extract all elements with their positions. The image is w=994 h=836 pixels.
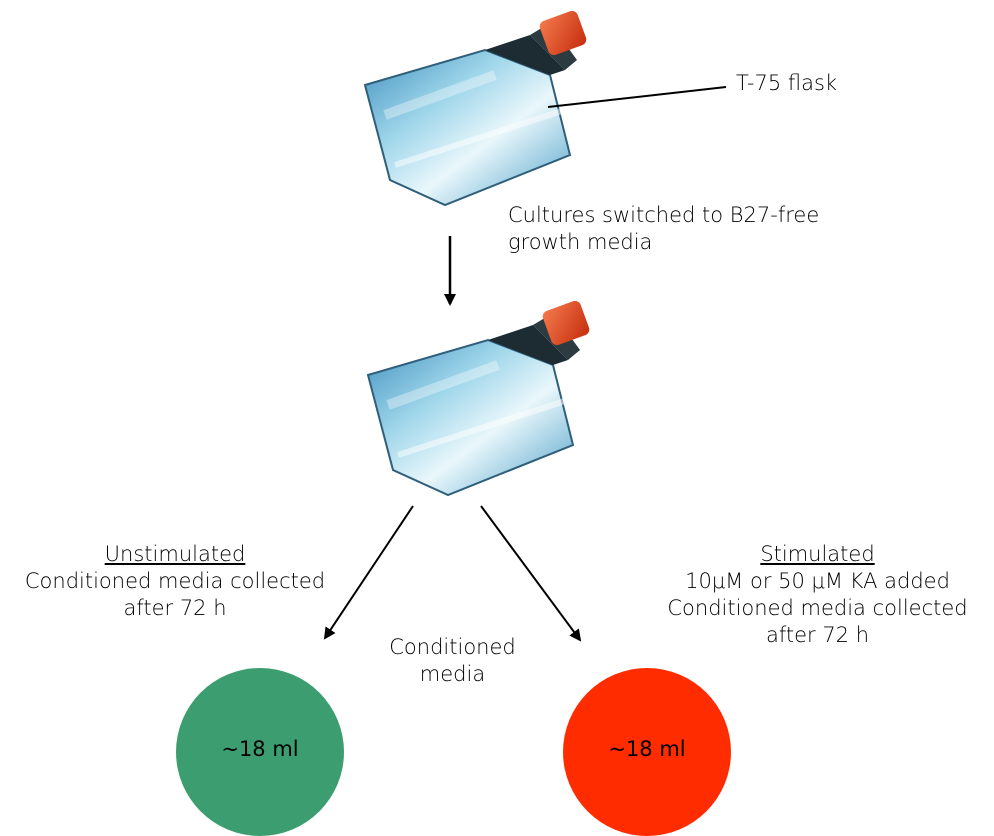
stimulated-volume-label: ~18 ml bbox=[608, 737, 686, 761]
unstimulated-line2: after 72 h bbox=[123, 596, 227, 620]
switch-caption-line2: growth media bbox=[508, 230, 653, 254]
unstimulated-volume-label: ~18 ml bbox=[221, 737, 299, 761]
flask-shoulder bbox=[488, 325, 568, 365]
flask-body bbox=[366, 338, 575, 497]
flask-cap bbox=[539, 10, 587, 56]
unstimulated-title: Unstimulated bbox=[104, 542, 246, 566]
stimulated-line2: Conditioned media collected bbox=[667, 596, 968, 620]
flask-middle bbox=[366, 300, 590, 497]
left-arrow bbox=[323, 505, 414, 640]
stimulated-title: Stimulated bbox=[760, 542, 875, 566]
flask-label: T-75 flask bbox=[736, 71, 838, 95]
switch-caption: Cultures switched to B27-free growth med… bbox=[508, 202, 819, 256]
stimulated-line1: 10μM or 50 μM KA added bbox=[685, 569, 950, 593]
switch-caption-line1: Cultures switched to B27-free bbox=[508, 203, 820, 227]
flask-cap bbox=[542, 300, 590, 346]
flask-top bbox=[363, 10, 587, 207]
flask-body bbox=[363, 48, 572, 207]
conditioned-line1: Conditioned bbox=[389, 635, 516, 659]
conditioned-media-label: Conditioned media bbox=[365, 634, 540, 688]
unstimulated-media-circle: ~18 ml bbox=[176, 668, 344, 836]
right-arrow bbox=[480, 505, 582, 642]
unstimulated-line1: Conditioned media collected bbox=[24, 569, 326, 593]
stimulated-block: Stimulated 10μM or 50 μM KA added Condit… bbox=[645, 541, 990, 649]
conditioned-line2: media bbox=[419, 662, 486, 686]
stimulated-line3: after 72 h bbox=[765, 623, 870, 647]
flask-shoulder bbox=[485, 35, 565, 75]
unstimulated-block: Unstimulated Conditioned media collected… bbox=[0, 541, 350, 622]
flask-label-leader bbox=[547, 86, 727, 108]
stimulated-media-circle: ~18 ml bbox=[563, 668, 731, 836]
